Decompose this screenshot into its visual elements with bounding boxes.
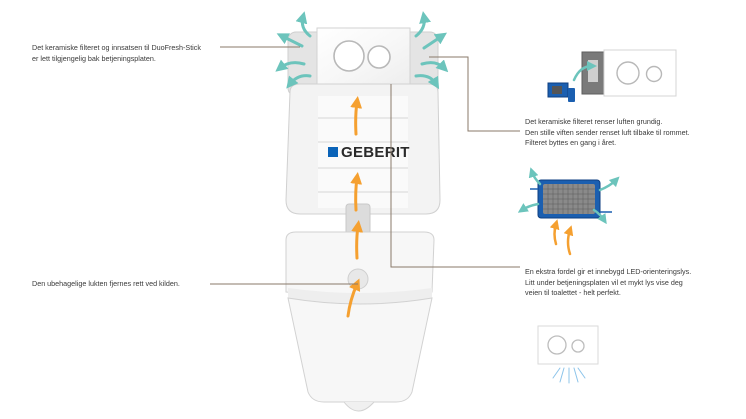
toilet-bowl <box>285 231 435 412</box>
caption-ceramic-filter: Det keramiske filteret renser luften gru… <box>525 117 690 149</box>
led-flush-plate-icon <box>537 325 599 384</box>
caption-line: Den stille viften sender renset luft til… <box>525 127 690 137</box>
caption-line: Det keramiske filteret renser luften gru… <box>525 117 663 126</box>
brand-name: GEBERIT <box>341 144 410 161</box>
caption-line: er lett tilgjengelig bak betjeningsplate… <box>32 53 156 63</box>
filter-insert-icon <box>547 49 677 102</box>
caption-line: Filteret byttes en gang i året. <box>525 138 617 148</box>
caption-odor-source: Den ubehagelige lukten fjernes rett ved … <box>32 279 180 290</box>
caption-line: Det keramiske filteret og innsatsen til … <box>32 43 201 52</box>
caption-line: Litt under betjeningsplaten vil et mykt … <box>525 277 683 287</box>
ceramic-filter-icon <box>517 167 620 256</box>
clean-air-arrows <box>275 11 449 90</box>
geberit-logo: GEBERIT <box>328 144 410 161</box>
led-light-rays-icon <box>552 367 586 384</box>
caption-led: En ekstra fordel gir et innebygd LED-ori… <box>525 267 691 299</box>
caption-line: En ekstra fordel gir et innebygd LED-ori… <box>525 267 692 276</box>
leader-led <box>390 84 520 268</box>
caption-line: veien til toalettet - helt perfekt. <box>525 288 621 298</box>
odor-air-arrows <box>346 96 364 318</box>
caption-line: Den ubehagelige lukten fjernes rett ved … <box>32 279 180 288</box>
caption-filter-access: Det keramiske filteret og innsatsen til … <box>32 43 201 64</box>
flush-plate-icon <box>316 27 411 85</box>
leader-lines <box>210 46 520 285</box>
leader-ceramic-filter <box>429 56 520 132</box>
brand-square-icon <box>328 147 338 157</box>
